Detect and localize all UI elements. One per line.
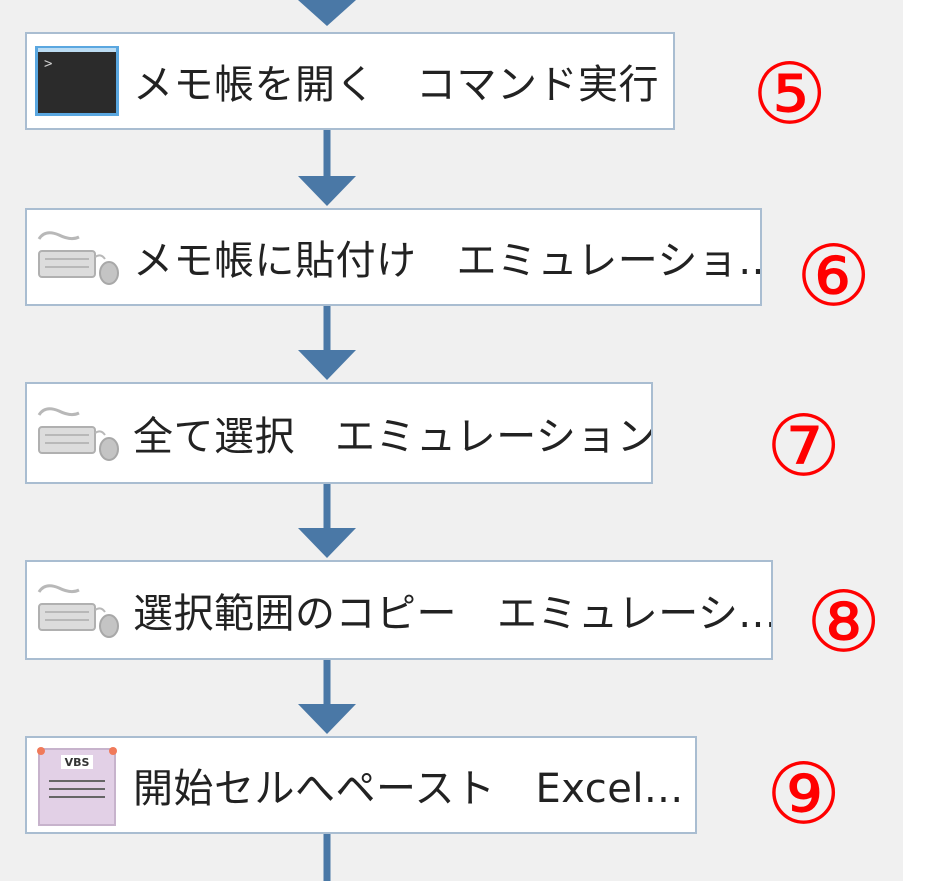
flow-node-open-notepad[interactable]: > メモ帳を開くコマンド実行: [25, 32, 675, 130]
connector-arrowhead: [298, 350, 356, 380]
flow-node-paste-start-cell[interactable]: VBS 開始セルへペースト Excel...: [25, 736, 697, 834]
command-prompt-icon: >: [35, 43, 119, 119]
connector-arrowhead: [298, 0, 356, 26]
flow-node-select-all[interactable]: 全て選択エミュレーション: [25, 382, 653, 484]
connector-arrowhead: [298, 704, 356, 734]
node-name: 開始セルへペースト: [133, 766, 496, 812]
node-action-type: エミュレーション: [335, 414, 653, 460]
node-action-type: コマンド実行: [416, 62, 659, 108]
vbs-badge-text: VBS: [65, 756, 90, 769]
connector-arrowhead: [298, 176, 356, 206]
connector-arrowhead: [298, 528, 356, 558]
node-name: 全て選択: [133, 414, 295, 460]
keyboard-mouse-icon: [35, 395, 119, 471]
node-name: 選択範囲のコピー: [133, 591, 457, 637]
step-number-9: ⑨: [766, 745, 842, 843]
svg-text:>: >: [44, 56, 52, 72]
keyboard-mouse-icon: [35, 572, 119, 648]
node-name: メモ帳に貼付け: [133, 238, 417, 284]
step-number-8: ⑧: [806, 573, 882, 671]
node-action-type: Excel...: [535, 766, 684, 812]
flow-connectors: [298, 0, 356, 881]
flow-node-paste-notepad[interactable]: メモ帳に貼付けエミュレーショ...: [25, 208, 762, 306]
step-number-5: ⑤: [752, 45, 828, 143]
node-action-type: エミュレーショ...: [456, 238, 762, 284]
flow-node-copy-selection[interactable]: 選択範囲のコピーエミュレーシ...: [25, 560, 773, 660]
flow-canvas: > メモ帳を開くコマンド実行 メモ帳に貼付けエミュレーショ...: [0, 0, 903, 881]
node-action-type: エミュレーシ...: [497, 591, 773, 637]
node-name: メモ帳を開く: [133, 62, 376, 108]
keyboard-mouse-icon: [35, 219, 119, 295]
step-number-6: ⑥: [796, 227, 872, 325]
step-number-7: ⑦: [766, 397, 842, 495]
vbs-script-icon: VBS: [35, 747, 119, 826]
